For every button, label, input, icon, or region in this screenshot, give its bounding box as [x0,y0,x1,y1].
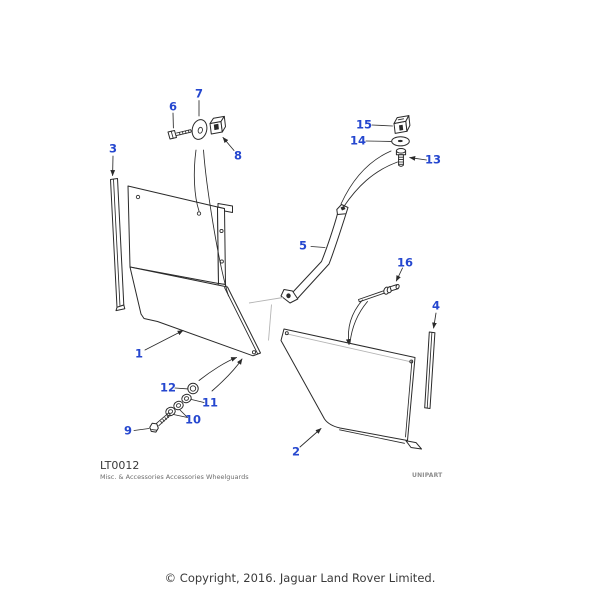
callout-5: 5 [298,238,308,253]
callout-1: 1 [134,346,144,361]
callout-11: 11 [201,395,219,410]
callout-7: 7 [194,86,204,101]
support-bracket-part5 [280,204,349,304]
diagram-category: Misc. & Accessories Accessories Wheelgua… [100,473,249,481]
washer-part14 [391,136,410,147]
callout-9: 9 [123,422,133,437]
mudflap-panel-front-part1 [127,185,261,357]
callout-12: 12 [159,380,177,395]
copyright-notice: © Copyright, 2016. Jaguar Land Rover Lim… [164,571,436,585]
callout-10: 10 [184,412,202,427]
callout-6: 6 [168,99,178,114]
screw-part13 [395,148,407,167]
assembly-flow-curves [193,149,398,392]
hex-bolt-part9 [149,412,171,433]
trim-strip-right-part4 [424,331,436,409]
trim-strip-left-part3 [110,178,126,312]
clip-nut-part8 [209,115,226,135]
clip-nut-part15 [393,115,411,134]
rivet-bolt-part16 [358,284,400,303]
callout-15: 15 [355,116,373,131]
callout-8: 8 [233,147,243,162]
callout-16: 16 [396,254,414,269]
hex-bolt-part6 [167,129,192,140]
callout-4: 4 [431,298,441,313]
washer-part11 [181,393,192,404]
brand-unipart: UNIPART [412,472,443,479]
callout-2: 2 [291,444,301,459]
alignment-lines [248,297,284,341]
mudflap-panel-rear-part2 [280,328,422,450]
nut-part12 [187,382,199,395]
callout-13: 13 [424,152,442,167]
diagram-code: LT0012 [100,459,140,472]
washer-grommet-part7 [191,119,208,140]
callout-3: 3 [108,141,118,156]
callout-leader-lines [110,100,437,448]
callout-14: 14 [349,133,367,148]
